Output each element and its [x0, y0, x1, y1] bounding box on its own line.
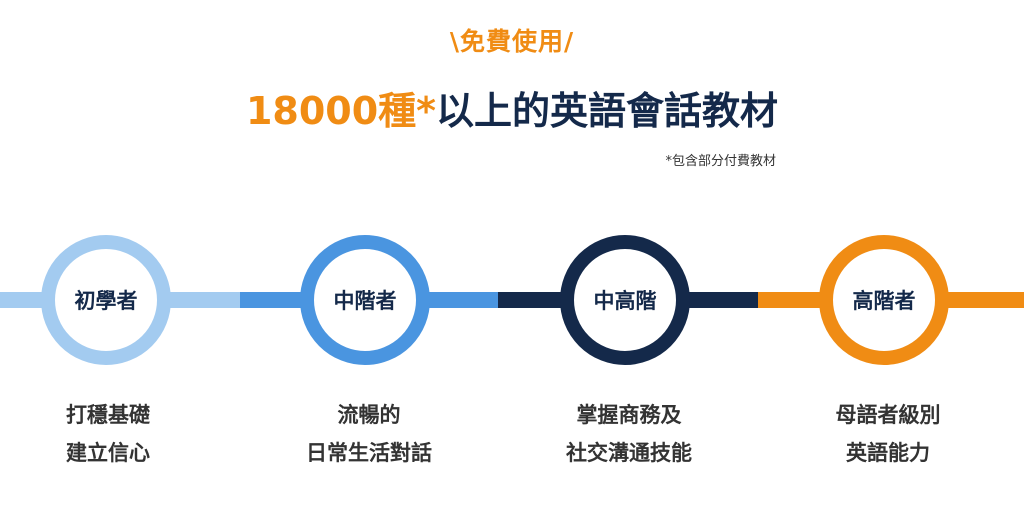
level-label-beginner: 初學者 [74, 289, 138, 313]
level-circle-beginner: 初學者 [41, 235, 171, 365]
level-label-upper-intermediate: 中高階 [593, 289, 657, 313]
level-desc-line: 社交溝通技能 [566, 441, 692, 465]
level-desc-line: 建立信心 [66, 441, 150, 465]
level-desc-beginner: 打穩基礎 建立信心 [0, 396, 228, 472]
level-circle-advanced: 高階者 [819, 235, 949, 365]
level-circle-intermediate: 中階者 [300, 235, 430, 365]
level-desc-intermediate: 流暢的 日常生活對話 [249, 396, 489, 472]
level-desc-upper-intermediate: 掌握商務及 社交溝通技能 [509, 396, 749, 472]
footnote: *包含部分付費教材 [665, 154, 776, 169]
level-desc-line: 打穩基礎 [66, 403, 150, 427]
level-desc-line: 掌握商務及 [576, 403, 682, 427]
headline-accent: 18000種* [245, 89, 437, 133]
headline: 18000種*以上的英語會話教材 [0, 80, 1024, 135]
level-desc-line: 英語能力 [846, 441, 930, 465]
level-circle-upper-intermediate: 中高階 [560, 235, 690, 365]
level-desc-advanced: 母語者級別 英語能力 [768, 396, 1008, 472]
level-label-advanced: 高階者 [852, 289, 916, 313]
level-label-intermediate: 中階者 [333, 289, 397, 313]
level-desc-line: 日常生活對話 [306, 441, 432, 465]
level-desc-line: 母語者級別 [835, 403, 941, 427]
headline-main: 以上的英語會話教材 [436, 89, 779, 133]
tagline: \免費使用/ [449, 27, 575, 56]
level-desc-line: 流暢的 [337, 403, 401, 427]
